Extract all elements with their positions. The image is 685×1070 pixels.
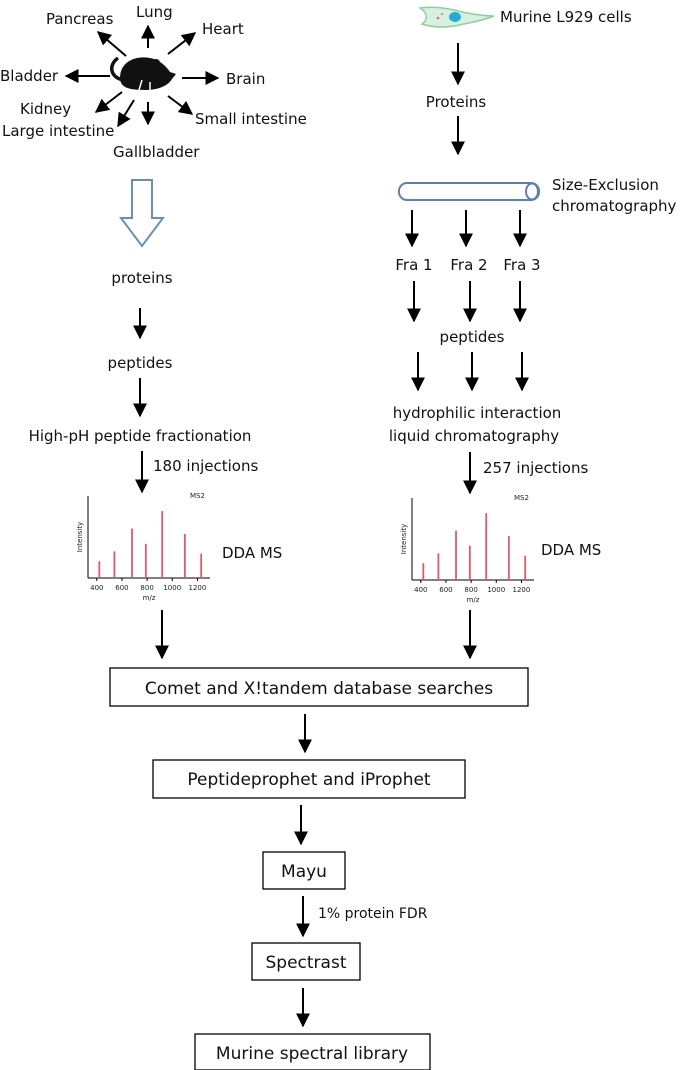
tissue-pancreas: Pancreas — [46, 10, 114, 28]
library-box — [194, 1033, 431, 1070]
arrow-heart — [167, 32, 197, 55]
x-tick-label: 400 — [90, 584, 103, 592]
tissue-small-intestine: Small intestine — [195, 110, 307, 128]
x-tick-label: 400 — [414, 586, 427, 594]
mayu-label: Mayu — [281, 862, 327, 882]
right-sec-line1: Size-Exclusion — [552, 176, 659, 194]
tissue-lung: Lung — [136, 3, 173, 21]
x-tick-label: 1000 — [487, 586, 505, 594]
fra1-label: Fra 1 — [395, 256, 432, 274]
search-box — [109, 667, 529, 707]
arrow-small-intestine — [167, 95, 194, 115]
right-cells-label: Murine L929 cells — [500, 8, 632, 26]
tissue-arrows — [64, 24, 220, 128]
search-label: Comet and X!tandem database searches — [145, 679, 493, 699]
ms2-label: MS2 — [190, 492, 205, 500]
x-tick-label: 1200 — [189, 584, 207, 592]
fra3-label: Fra 3 — [503, 256, 540, 274]
prophet-box — [152, 759, 466, 799]
tissue-kidney: Kidney — [20, 100, 71, 118]
spectrast-label: Spectrast — [266, 953, 347, 973]
left-dda-label: DDA MS — [222, 544, 282, 562]
x-tick-label: 800 — [140, 584, 153, 592]
prophet-label: Peptideprophet and iProphet — [187, 770, 431, 790]
left-injections-label: 180 injections — [153, 457, 258, 475]
mouse-icon — [110, 56, 176, 91]
arrow-pancreas — [96, 31, 127, 57]
y-axis-label: Intensity — [76, 522, 84, 552]
right-hilic-line1: hydrophilic interaction — [393, 404, 562, 422]
outline-down-arrow — [119, 179, 165, 248]
fra2-label: Fra 2 — [450, 256, 487, 274]
x-tick-label: 800 — [464, 586, 477, 594]
right-proteins-label: Proteins — [426, 93, 487, 111]
ms2-spectrum-left: 400 600 800 1000 1200 m/z Intensity MS2 — [76, 492, 210, 602]
left-fractionation-label: High-pH peptide fractionation — [29, 427, 252, 445]
x-tick-label: 1200 — [513, 586, 531, 594]
x-axis-label: m/z — [467, 596, 480, 604]
library-label: Murine spectral library — [216, 1044, 408, 1064]
left-proteins-label: proteins — [111, 269, 172, 287]
left-peptides-label: peptides — [108, 354, 173, 372]
x-tick-label: 1000 — [163, 584, 181, 592]
mayu-box — [262, 851, 346, 890]
cell-icon — [417, 6, 495, 28]
arrow-large-intestine — [117, 99, 135, 128]
right-sec-line2: chromatography — [552, 197, 677, 215]
right-peptides-label: peptides — [440, 328, 505, 346]
tissue-bladder: Bladder — [0, 67, 59, 85]
x-tick-label: 600 — [115, 584, 128, 592]
ms2-spectrum-right: 400 600 800 1000 1200 m/z Intensity MS2 — [400, 494, 534, 604]
tissue-large-intestine: Large intestine — [2, 122, 114, 140]
ms2-label: MS2 — [514, 494, 529, 502]
x-tick-label: 600 — [439, 586, 452, 594]
arrow-kidney — [94, 91, 123, 113]
spectrast-box — [251, 942, 361, 981]
right-hilic-line2: liquid chromatography — [389, 427, 559, 445]
x-axis-label: m/z — [143, 594, 156, 602]
fdr-label: 1% protein FDR — [318, 906, 428, 922]
right-dda-label: DDA MS — [541, 541, 601, 559]
y-axis-label: Intensity — [400, 524, 408, 554]
right-injections-label: 257 injections — [483, 459, 588, 477]
tissue-brain: Brain — [226, 70, 265, 88]
tissue-heart: Heart — [202, 20, 244, 38]
sec-column-icon — [398, 182, 540, 201]
tissue-gallbladder: Gallbladder — [113, 143, 200, 161]
